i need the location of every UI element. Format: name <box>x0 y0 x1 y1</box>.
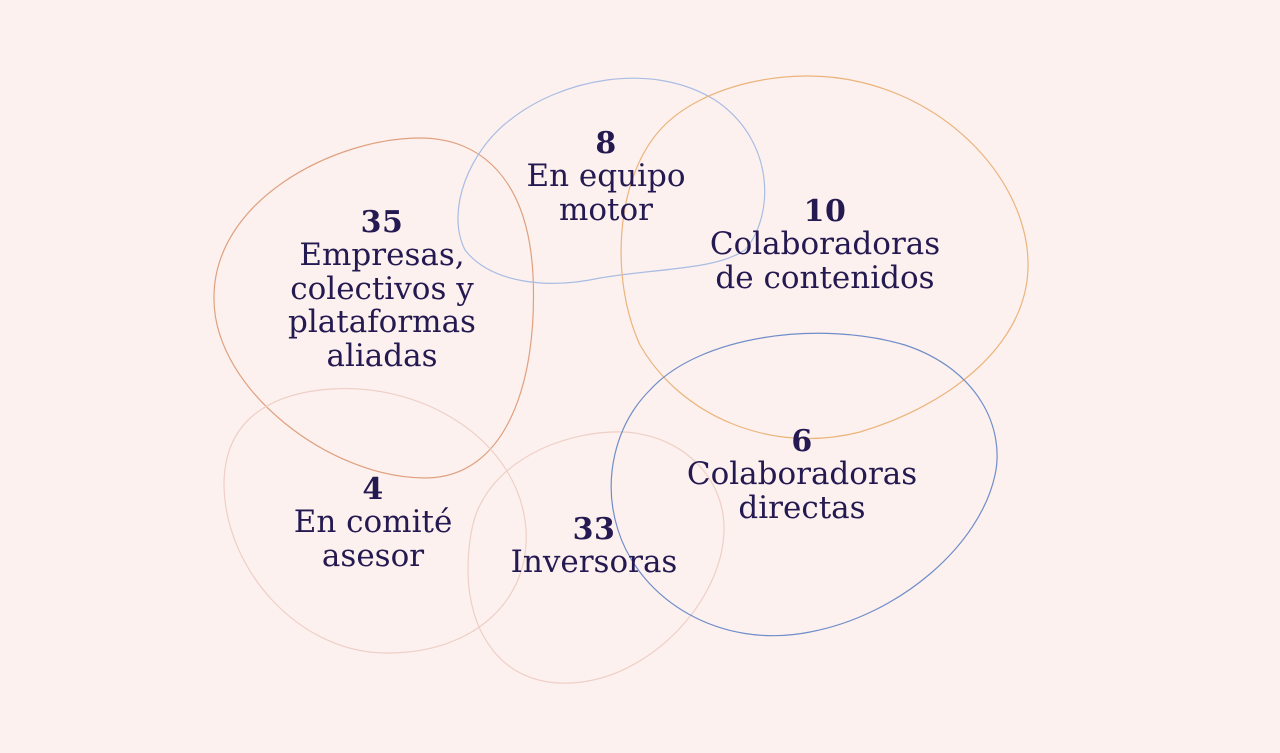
blob-direct-outline <box>610 332 998 637</box>
group-direct-count: 6 <box>791 424 813 459</box>
group-content-count: 10 <box>803 194 847 229</box>
group-advisory-count: 4 <box>362 472 384 507</box>
group-alliances: 35 Empresas, colectivos y plataformas al… <box>288 205 476 374</box>
group-investors-label: Inversoras <box>510 544 678 581</box>
group-core-team-label: En equipo motor <box>526 158 686 228</box>
blob-alliances-outline <box>213 137 535 479</box>
blob-advisory-outline <box>223 388 527 654</box>
blob-content-outline <box>620 75 1029 440</box>
blob-investors-outline <box>467 431 725 684</box>
group-core-team-count: 8 <box>595 126 617 161</box>
group-advisory-label: En comité asesor <box>293 504 453 574</box>
group-direct-label: Colaboradoras directas <box>686 456 918 526</box>
group-advisory: 4 En comité asesor <box>293 472 453 574</box>
group-core-team: 8 En equipo motor <box>526 126 686 228</box>
group-content-label: Colaboradoras de contenidos <box>709 226 941 296</box>
group-investors-count: 33 <box>572 512 616 547</box>
group-content: 10 Colaboradoras de contenidos <box>709 194 941 296</box>
group-alliances-count: 35 <box>360 205 404 240</box>
group-direct: 6 Colaboradoras directas <box>686 424 918 526</box>
group-investors: 33 Inversoras <box>510 512 678 581</box>
group-alliances-label: Empresas, colectivos y plataformas aliad… <box>288 237 476 374</box>
blob-core-team-outline <box>457 77 766 284</box>
